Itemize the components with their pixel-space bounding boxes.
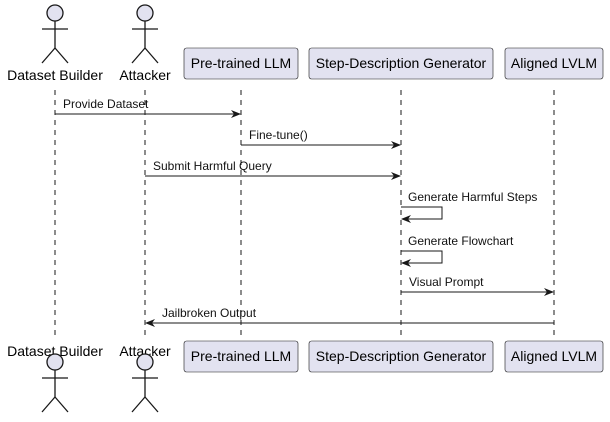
message-5-arrow: [401, 250, 443, 267]
pretrained-llm-top-label: Pre-trained LLM: [191, 55, 291, 71]
message-7-label: Jailbroken Output: [162, 306, 257, 320]
message-4-arrow: [401, 206, 443, 223]
attacker-top-label: Attacker: [119, 67, 171, 83]
pretrained-llm-bottom-label: Pre-trained LLM: [191, 348, 291, 364]
message-2-label: Fine-tune(): [249, 128, 308, 142]
message-5: Generate Flowchart: [401, 234, 514, 267]
message-1: Provide Dataset: [55, 97, 241, 118]
dataset-builder-bottom-label: Dataset Builder: [7, 343, 103, 359]
message-6-label: Visual Prompt: [409, 275, 484, 289]
dataset-builder-top-figure-icon: [41, 4, 69, 64]
step-description-generator-bottom-label: Step-Description Generator: [316, 348, 487, 364]
pretrained-llm-bottom-box: [183, 340, 299, 373]
step-description-generator-top-box: [308, 47, 494, 80]
attacker-bottom-figure-icon: [131, 353, 159, 413]
message-1-label: Provide Dataset: [63, 97, 149, 111]
message-2: Fine-tune(): [241, 128, 401, 149]
dataset-builder-bottom-figure-icon: [41, 353, 69, 413]
attacker-bottom-label: Attacker: [119, 343, 171, 359]
message-7: Jailbroken Output: [145, 306, 554, 327]
attacker-top-figure-icon: [131, 4, 159, 64]
message-4-label: Generate Harmful Steps: [408, 190, 537, 204]
pretrained-llm-top-box: [183, 47, 299, 80]
step-description-generator-top-label: Step-Description Generator: [316, 55, 487, 71]
dataset-builder-top-label: Dataset Builder: [7, 67, 103, 83]
message-4: Generate Harmful Steps: [401, 190, 537, 223]
message-5-label: Generate Flowchart: [408, 234, 514, 248]
aligned-lvlm-bottom-label: Aligned LVLM: [511, 348, 597, 364]
aligned-lvlm-top-label: Aligned LVLM: [511, 55, 597, 71]
step-description-generator-bottom-box: [308, 340, 494, 373]
message-3-label: Submit Harmful Query: [153, 159, 272, 173]
message-3: Submit Harmful Query: [145, 159, 401, 180]
aligned-lvlm-bottom-box: [504, 340, 604, 373]
message-6: Visual Prompt: [401, 275, 554, 296]
aligned-lvlm-top-box: [504, 47, 604, 80]
